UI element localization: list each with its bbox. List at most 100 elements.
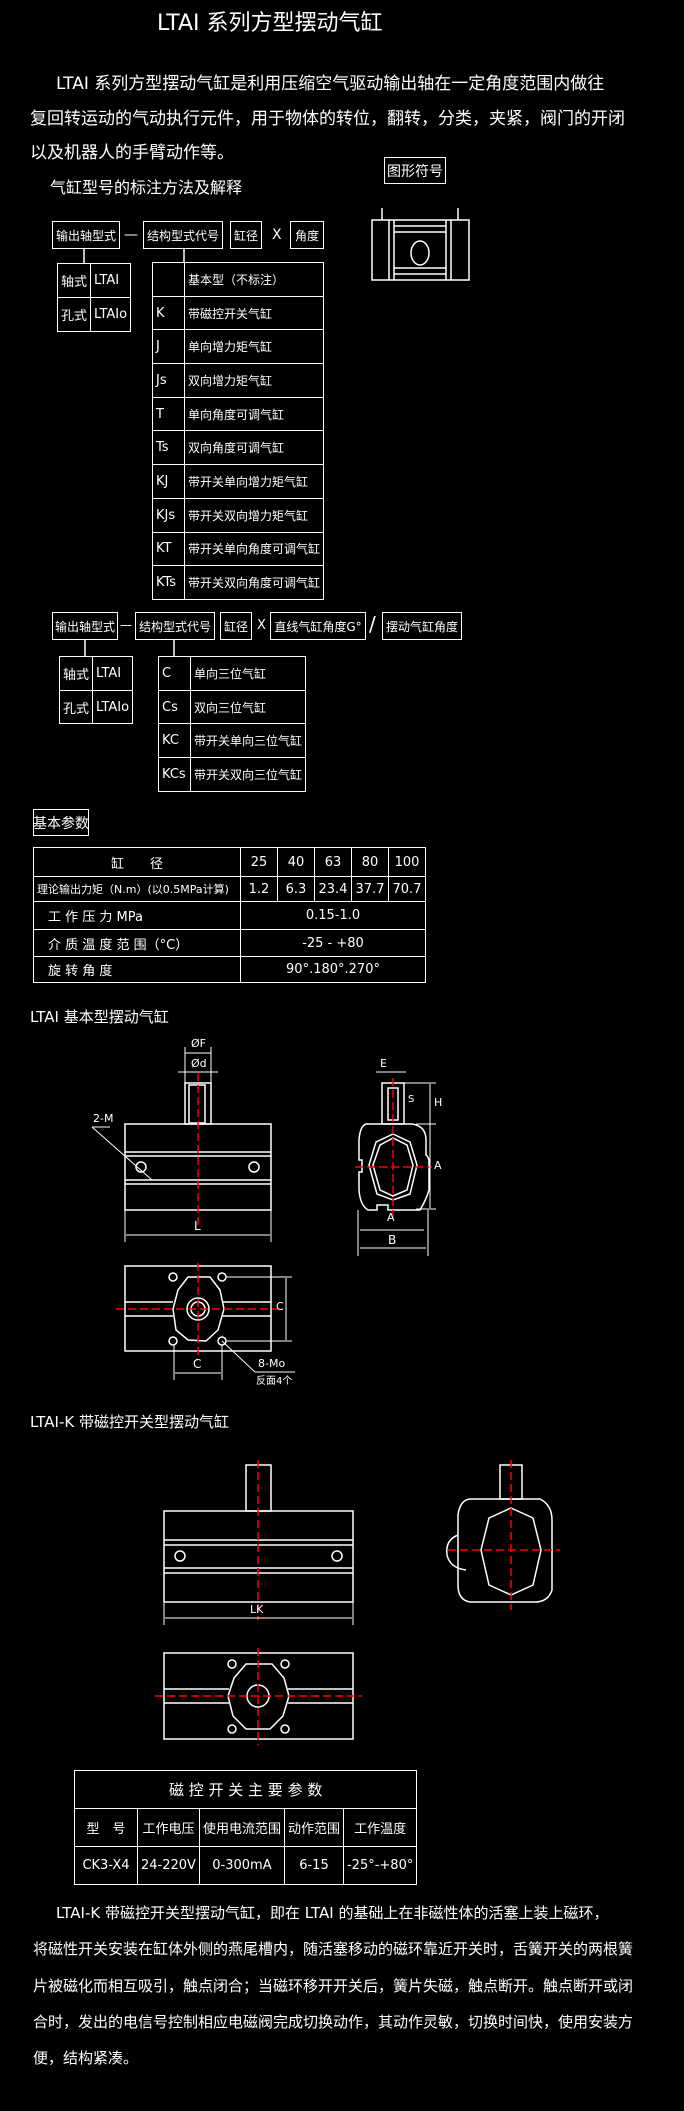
k-heading: LTAI-K 带磁控开关型摆动气缸 — [30, 1413, 229, 1431]
model1-angle-box: 角度 — [290, 221, 324, 249]
angle-value: 90°.180°.270° — [240, 956, 426, 983]
symbol-label: 图形符号 — [384, 157, 446, 184]
shaft-type-label: 轴式 — [58, 656, 94, 691]
torque-value: 70.7 — [388, 876, 426, 902]
switch-header: 使用电流范围 — [198, 1808, 285, 1847]
switch-header: 动作范围 — [283, 1808, 344, 1847]
type-description: 双向角度可调气缸 — [183, 430, 325, 466]
switch-cell: 24-220V — [137, 1846, 200, 1885]
params-table: 缸 径 25 40 63 80 100 理论输出力矩（N.m）(以0.5MPa计… — [33, 847, 426, 983]
model2-dash: — — [120, 618, 132, 632]
torque-value: 37.7 — [351, 876, 389, 902]
k-front-view — [163, 1460, 354, 1625]
torque-value: 6.3 — [277, 876, 315, 902]
type-description: 单向增力矩气缸 — [183, 329, 325, 365]
switch-header: 工作电压 — [137, 1808, 200, 1847]
temp-label: 介 质 温 度 范 围（°C） — [33, 929, 241, 957]
temp-value: -25 - +80 — [240, 929, 426, 957]
dim-H: H — [434, 1096, 443, 1109]
switch-table-title: 磁 控 开 关 主 要 参 数 — [73, 1770, 418, 1809]
model2-swing-angle-box: 摆动气缸角度 — [382, 612, 462, 640]
k-desc-line-2: 将磁性开关安装在缸体外侧的燕尾槽内，随活塞移动的磁环靠近开关时，舌簧开关的两根簧 — [33, 1940, 634, 1958]
dim-phiF: ØF — [191, 1037, 206, 1050]
k-desc-line-1: LTAI-K 带磁控开关型摆动气缸，即在 LTAI 的基础上在非磁性体的活塞上装… — [56, 1904, 609, 1922]
type-code: KTs — [152, 565, 185, 600]
dim-2M: 2-M — [93, 1112, 114, 1125]
model1-bore-box: 缸径 — [230, 221, 262, 249]
switch-cell: CK3-X4 — [74, 1846, 138, 1885]
model2-bore-box: 缸径 — [220, 612, 252, 640]
shaft-type-label: 孔式 — [58, 690, 94, 724]
type-description: 带开关单向三位气缸 — [189, 723, 307, 759]
torque-value: 23.4 — [314, 876, 352, 902]
shaft-type-code: LTAIo — [90, 297, 132, 332]
type-description: 带开关单向增力矩气缸 — [183, 464, 325, 499]
type-code — [152, 262, 185, 297]
model2-slash: / — [369, 612, 376, 636]
shaft-type-code: LTAIo — [92, 690, 134, 724]
bore-value: 100 — [388, 847, 426, 877]
type-code: KCs — [158, 757, 191, 792]
dim-phid: Ød — [191, 1057, 207, 1070]
switch-cell: 6-15 — [283, 1846, 344, 1885]
dim-LK: LK — [250, 1603, 264, 1616]
pressure-value: 0.15-1.0 — [240, 901, 426, 930]
dim-8Mo: 8-Mo — [258, 1357, 286, 1370]
model1-output-shaft-box: 输出轴型式 — [52, 221, 120, 249]
intro-line-2: 复回转运动的气动执行元件，用于物体的转位，翻转，分类，夹紧，阀门的开闭 — [30, 109, 625, 129]
basic-front-view — [91, 1047, 272, 1242]
page-title: LTAI 系列方型摆动气缸 — [157, 11, 383, 36]
basic-bottom-view — [116, 1263, 295, 1380]
k-bottom-view — [155, 1648, 362, 1745]
type-description: 基本型（不标注） — [183, 262, 325, 297]
dim-E: E — [380, 1057, 387, 1070]
type-description: 双向三位气缸 — [189, 689, 307, 725]
type-description: 带开关双向角度可调气缸 — [183, 565, 325, 600]
k-side-view — [445, 1460, 560, 1610]
type-description: 单向三位气缸 — [189, 656, 307, 691]
type-code: KT — [152, 531, 185, 567]
k-desc-line-3: 片被磁化而相互吸引，触点闭合；当磁环移开开关后，簧片失磁，触点断开。触点断开或闭 — [33, 1977, 634, 1995]
graphic-symbol-icon — [371, 208, 470, 281]
bore-value: 40 — [277, 847, 315, 877]
model1-x: X — [272, 227, 282, 243]
dim-C: C — [193, 1357, 202, 1371]
intro-line-3: 以及机器人的手臂动作等。 — [30, 143, 234, 163]
model2-structure-box: 结构型式代号 — [135, 612, 215, 640]
torque-label: 理论输出力矩（N.m）(以0.5MPa计算) — [33, 876, 241, 902]
dim-C-side: C — [276, 1300, 284, 1313]
model2-output-shaft-box: 输出轴型式 — [52, 612, 118, 640]
dim-L: L — [194, 1219, 201, 1233]
switch-header: 工作温度 — [342, 1808, 418, 1847]
dim-S: S — [408, 1094, 415, 1105]
switch-cell: 0-300mA — [198, 1846, 285, 1885]
switch-cell: -25°-+80° — [342, 1846, 418, 1885]
dim-8Mo-note: 反面4个 — [256, 1376, 293, 1387]
switch-header: 型 号 — [74, 1808, 138, 1847]
pressure-label: 工 作 压 力 MPa — [33, 901, 241, 930]
k-desc-line-5: 便，结构紧凑。 — [33, 2049, 139, 2067]
basic-heading: LTAI 基本型摆动气缸 — [30, 1008, 169, 1026]
model1-dash: — — [124, 227, 138, 243]
shaft-type-code: LTAI — [90, 263, 132, 298]
type-description: 带开关双向三位气缸 — [189, 757, 307, 792]
type-description: 带开关双向增力矩气缸 — [183, 497, 325, 533]
switch-params-table: 磁 控 开 关 主 要 参 数 型 号 工作电压 使用电流范围 动作范围 工作温… — [73, 1770, 418, 1885]
model-heading: 气缸型号的标注方法及解释 — [50, 178, 243, 197]
type-row: 基本型（不标注） — [152, 262, 325, 297]
